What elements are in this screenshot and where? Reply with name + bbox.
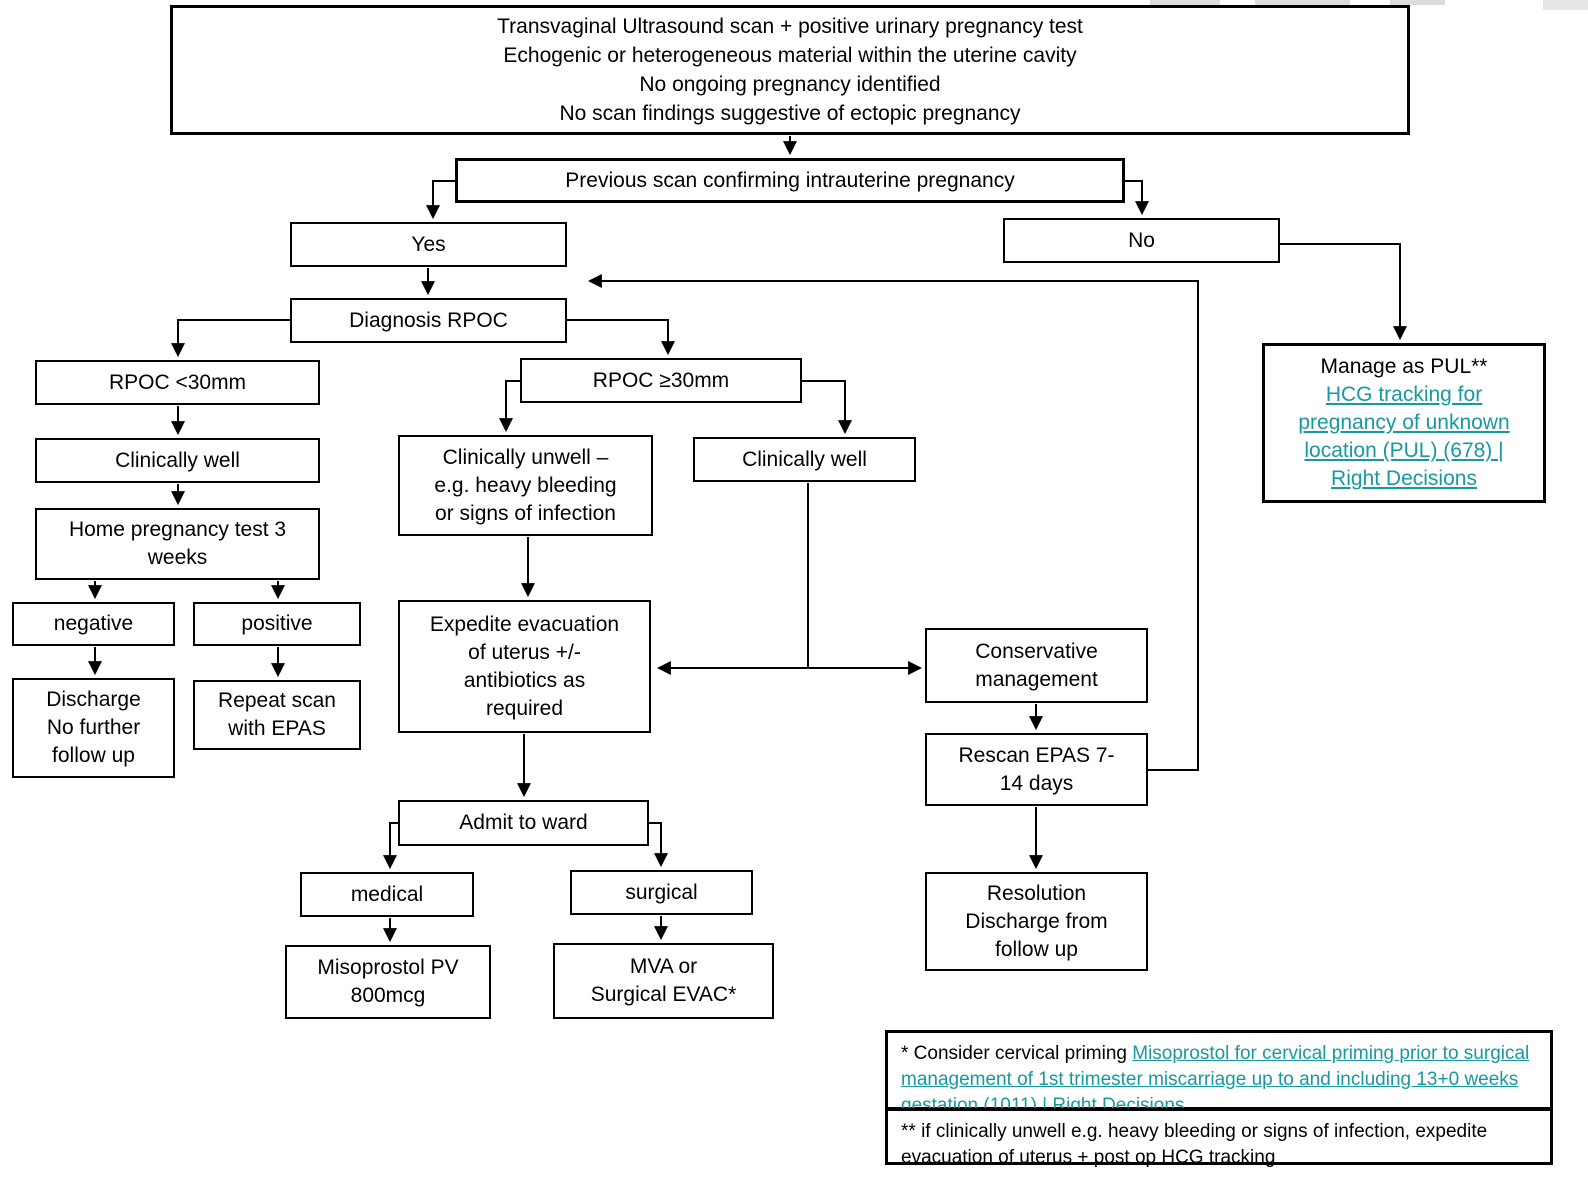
node-label: positive (241, 612, 313, 635)
scan-artifact (1150, 0, 1220, 5)
node-line: Resolution (986, 881, 1087, 905)
node-clinically-well-left: Clinically well (35, 438, 320, 483)
node-line: MVA or (629, 955, 698, 978)
edge-diagnosis-rpoc-lt30 (171, 319, 290, 358)
scan-artifact (1390, 0, 1445, 5)
node-line: 14 days (999, 771, 1074, 795)
node-rescan-epas: Rescan EPAS 7- 14 days (925, 733, 1148, 806)
node-line: e.g. heavy bleeding (434, 473, 617, 497)
scan-artifact (1543, 0, 1588, 10)
node-line: Clinically unwell – (442, 445, 609, 469)
entry-line: Transvaginal Ultrasound scan + positive … (497, 15, 1083, 38)
node-diagnosis-rpoc: Diagnosis RPOC (290, 298, 567, 343)
node-no: No (1003, 218, 1280, 263)
pul-guideline-link[interactable]: HCG tracking for pregnancy of unknown lo… (1298, 383, 1510, 490)
edge-diagnosis-rpoc-ge30 (567, 319, 675, 356)
footnote-text: * Consider cervical priming (901, 1043, 1133, 1064)
node-line: No further (46, 716, 141, 739)
node-previous-scan: Previous scan confirming intrauterine pr… (455, 158, 1125, 203)
node-line: with EPAS (228, 717, 326, 740)
node-label: Yes (411, 232, 446, 256)
node-line: 800mcg (350, 984, 426, 1007)
footnote-clinically-unwell: ** if clinically unwell e.g. heavy bleed… (885, 1108, 1553, 1168)
edge-rescan-feedback-diagnosis (587, 274, 1199, 771)
node-label: Admit to ward (459, 811, 588, 834)
node-line: required (485, 696, 564, 720)
node-mva-surgical-evac: MVA or Surgical EVAC* (553, 943, 774, 1019)
node-line: follow up (52, 744, 135, 767)
node-label: No (1128, 228, 1155, 252)
node-heading: Manage as PUL** (1320, 355, 1488, 378)
footnote-cervical-priming: * Consider cervical priming Misoprostol … (885, 1030, 1553, 1116)
node-line: Home pregnancy test 3 (68, 518, 287, 541)
node-surgical: surgical (570, 870, 753, 915)
node-label: medical (350, 882, 424, 906)
node-line: of uterus +/- (468, 640, 581, 664)
node-label: RPOC <30mm (108, 370, 247, 394)
node-line: Repeat scan (218, 689, 336, 712)
node-label: Clinically well (742, 447, 867, 471)
node-rpoc-lt30: RPOC <30mm (35, 360, 320, 405)
node-conservative-management: Conservative management (925, 628, 1148, 703)
edge-no-manage-pul (1280, 243, 1407, 341)
node-label: Clinically well (115, 448, 240, 472)
node-medical: medical (300, 872, 474, 917)
node-yes: Yes (290, 222, 567, 267)
node-line: follow up (995, 937, 1078, 961)
node-positive: positive (193, 602, 361, 646)
node-repeat-scan-epas: Repeat scan with EPAS (193, 680, 361, 750)
node-rpoc-ge30: RPOC ≥30mm (520, 358, 802, 403)
node-label: Diagnosis RPOC (349, 308, 508, 332)
node-line: Surgical EVAC* (590, 983, 737, 1006)
node-label: RPOC ≥30mm (592, 368, 730, 392)
node-admit-to-ward: Admit to ward (398, 800, 649, 846)
node-label: negative (53, 612, 134, 635)
node-entry-criteria: Transvaginal Ultrasound scan + positive … (170, 5, 1410, 135)
node-line: Discharge (46, 688, 141, 711)
entry-line: No scan findings suggestive of ectopic p… (559, 102, 1021, 125)
node-misoprostol: Misoprostol PV 800mcg (285, 945, 491, 1019)
node-line: weeks (147, 546, 208, 569)
footnote-text: ** if clinically unwell e.g. heavy bleed… (901, 1121, 1488, 1168)
edge-previous-scan-yes (426, 180, 455, 220)
node-line: Discharge from (965, 909, 1108, 933)
node-negative: negative (12, 602, 175, 646)
edge-previous-scan-no (1125, 180, 1149, 216)
node-clinically-well-mid: Clinically well (693, 437, 916, 482)
node-line: or signs of infection (435, 501, 616, 525)
edge-rpoc-ge30-clinically-unwell (499, 380, 520, 433)
entry-line: Echogenic or heterogeneous material with… (503, 44, 1077, 67)
edge-clinically-well-mid-expedite (656, 483, 809, 675)
node-label: surgical (625, 880, 698, 904)
edge-admit-medical (383, 822, 398, 870)
scan-artifact (1255, 0, 1350, 5)
node-resolution-discharge: Resolution Discharge from follow up (925, 872, 1148, 971)
node-clinically-unwell: Clinically unwell – e.g. heavy bleeding … (398, 435, 653, 536)
node-line: Rescan EPAS 7- (958, 743, 1115, 767)
node-label: Previous scan confirming intrauterine pr… (565, 168, 1015, 192)
node-discharge: Discharge No further follow up (12, 678, 175, 778)
node-home-pregnancy-test: Home pregnancy test 3 weeks (35, 508, 320, 580)
edge-admit-surgical (649, 822, 668, 868)
node-line: Misoprostol PV (317, 956, 459, 979)
edge-rpoc-ge30-clinically-well-mid (802, 380, 852, 435)
node-line: Expedite evacuation (429, 612, 620, 636)
node-manage-pul: Manage as PUL** HCG tracking for pregnan… (1262, 343, 1546, 503)
node-line: antibiotics as (463, 668, 586, 692)
entry-line: No ongoing pregnancy identified (639, 73, 941, 96)
node-line: management (975, 667, 1098, 691)
node-line: Conservative (975, 639, 1098, 663)
node-expedite-evacuation: Expedite evacuation of uterus +/- antibi… (398, 600, 651, 733)
